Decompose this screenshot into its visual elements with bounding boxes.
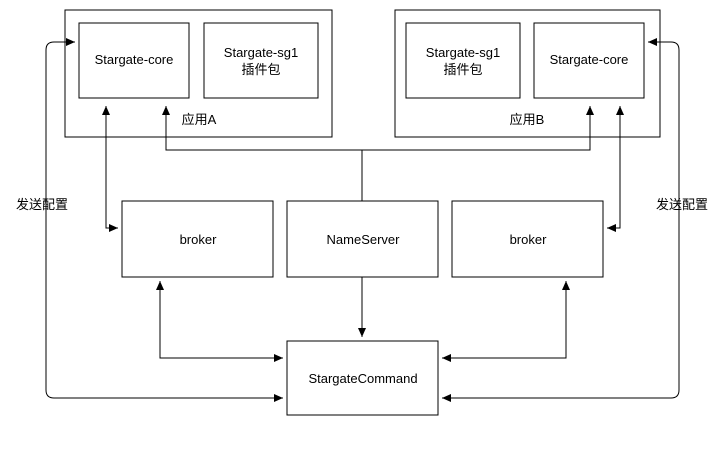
send-config-right-loop — [442, 38, 680, 402]
app-b-label: 应用B — [510, 112, 545, 127]
app-a-plugin-box: Stargate-sg1 插件包 — [203, 22, 319, 99]
broker-right-label: broker — [510, 232, 548, 247]
broker-right-command-link — [442, 281, 570, 362]
nameserver-box: NameServer — [286, 200, 439, 278]
broker-right-box: broker — [451, 200, 604, 278]
broker-left-box: broker — [121, 200, 274, 278]
send-config-left-loop — [45, 38, 283, 402]
send-config-right-label: 发送配置 — [656, 197, 708, 212]
app-b-plugin-label: Stargate-sg1 — [426, 45, 500, 60]
app-a-core-box: Stargate-core — [78, 22, 190, 99]
stargate-command-box: StargateCommand — [286, 340, 439, 416]
app-b-plugin-sublabel: 插件包 — [443, 62, 482, 77]
stargate-command-label: StargateCommand — [308, 371, 417, 386]
broker-left-command-link — [156, 281, 283, 362]
broker-left-label: broker — [180, 232, 218, 247]
send-config-left-label: 发送配置 — [16, 197, 68, 212]
app-b-plugin-box: Stargate-sg1 插件包 — [405, 22, 521, 99]
app-b-core-box: Stargate-core — [533, 22, 645, 99]
app-a-plugin-sublabel: 插件包 — [241, 62, 280, 77]
app-a-core-label: Stargate-core — [95, 52, 174, 67]
app-a-plugin-label: Stargate-sg1 — [224, 45, 298, 60]
nameserver-label: NameServer — [327, 232, 401, 247]
app-b-core-label: Stargate-core — [550, 52, 629, 67]
app-a-label: 应用A — [182, 112, 217, 127]
